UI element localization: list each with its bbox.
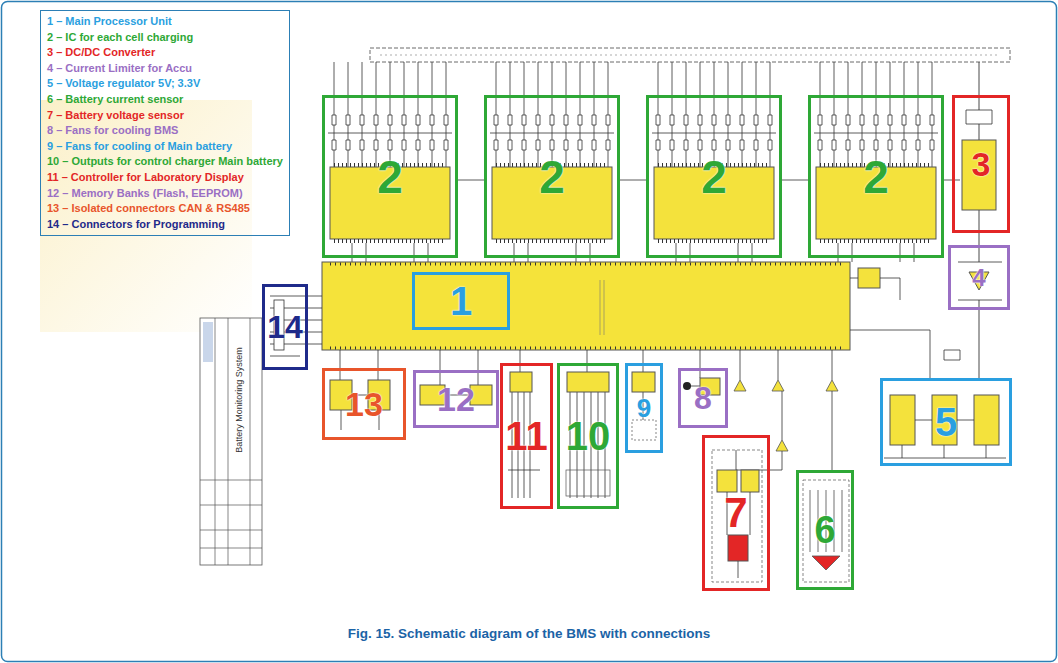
legend-text: 5 – Voltage regulator 5V; 3.3V xyxy=(47,77,200,89)
callout-box: 2 xyxy=(808,95,944,258)
callout-number: 2 xyxy=(539,154,565,200)
legend-entry: 9 – Fans for cooling of Main battery xyxy=(47,139,283,155)
legend-text: 7 – Battery voltage sensor xyxy=(47,109,184,121)
legend-text: 14 – Connectors for Programming xyxy=(47,218,225,230)
legend-entry: 2 – IC for each cell charging xyxy=(47,30,283,46)
callout-box: 2 xyxy=(322,95,458,258)
legend-text: 8 – Fans for cooling BMS xyxy=(47,124,178,136)
legend-entry: 8 – Fans for cooling BMS xyxy=(47,123,283,139)
legend-text: 9 – Fans for cooling of Main battery xyxy=(47,140,232,152)
callout-box: 9 xyxy=(625,363,663,453)
callout-box: 12 xyxy=(413,370,499,428)
callout-number: 3 xyxy=(972,147,991,181)
legend-entry: 11 – Controller for Laboratory Display xyxy=(47,170,283,186)
legend-text: 10 – Outputs for control charger Main ba… xyxy=(47,155,283,167)
legend-entry: 6 – Battery current sensor xyxy=(47,92,283,108)
legend-text: 4 – Current Limiter for Accu xyxy=(47,62,192,74)
callout-number: 1 xyxy=(450,281,472,321)
callout-box: 7 xyxy=(702,435,770,591)
callout-number: 4 xyxy=(972,266,985,290)
callout-box: 8 xyxy=(678,368,728,428)
legend-entry: 13 – Isolated connectors CAN & RS485 xyxy=(47,201,283,217)
callout-box: 6 xyxy=(796,470,854,590)
callout-number: 8 xyxy=(694,382,712,414)
title-block-text: Battery Monitoring System xyxy=(234,347,244,453)
legend-entry: 12 – Memory Banks (Flash, EEPROM) xyxy=(47,186,283,202)
callout-number: 6 xyxy=(814,511,835,549)
callout-number: 5 xyxy=(935,402,957,442)
legend-text: 1 – Main Processor Unit xyxy=(47,15,172,27)
callout-box: 1 xyxy=(412,272,510,330)
legend-text: 11 – Controller for Laboratory Display xyxy=(47,171,244,183)
legend-entry: 4 – Current Limiter for Accu xyxy=(47,61,283,77)
callout-number: 10 xyxy=(566,416,611,456)
callout-box: 10 xyxy=(557,363,619,509)
legend-text: 3 – DC/DC Converter xyxy=(47,46,155,58)
callout-box: 2 xyxy=(646,95,782,258)
callout-box: 3 xyxy=(952,95,1010,233)
legend-entry: 10 – Outputs for control charger Main ba… xyxy=(47,154,283,170)
callout-box: 11 xyxy=(500,363,553,509)
callout-number: 2 xyxy=(863,154,889,200)
callout-number: 9 xyxy=(637,395,651,421)
legend-entry: 3 – DC/DC Converter xyxy=(47,45,283,61)
callout-box: 14 xyxy=(262,284,308,370)
callout-number: 11 xyxy=(505,416,547,456)
legend-text: 12 – Memory Banks (Flash, EEPROM) xyxy=(47,187,243,199)
legend-text: 6 – Battery current sensor xyxy=(47,93,183,105)
callout-box: 5 xyxy=(880,378,1012,466)
callout-number: 13 xyxy=(345,387,383,421)
callout-number: 14 xyxy=(267,311,303,343)
callout-box: 4 xyxy=(948,245,1010,310)
legend-entry: 14 – Connectors for Programming xyxy=(47,217,283,233)
legend-entry: 5 – Voltage regulator 5V; 3.3V xyxy=(47,76,283,92)
callout-number: 2 xyxy=(701,154,727,200)
legend-box: 1 – Main Processor Unit 2 – IC for each c… xyxy=(40,10,290,236)
callout-box: 13 xyxy=(322,368,406,440)
legend-entry: 7 – Battery voltage sensor xyxy=(47,108,283,124)
legend-entry: 1 – Main Processor Unit xyxy=(47,14,283,30)
legend-text: 13 – Isolated connectors CAN & RS485 xyxy=(47,202,250,214)
callout-number: 12 xyxy=(437,382,475,416)
callout-number: 2 xyxy=(377,154,403,200)
legend-text: 2 – IC for each cell charging xyxy=(47,31,193,43)
callout-number: 7 xyxy=(724,492,747,534)
figure-caption: Fig. 15. Schematic diagram of the BMS wi… xyxy=(0,626,1058,641)
callout-box: 2 xyxy=(484,95,620,258)
